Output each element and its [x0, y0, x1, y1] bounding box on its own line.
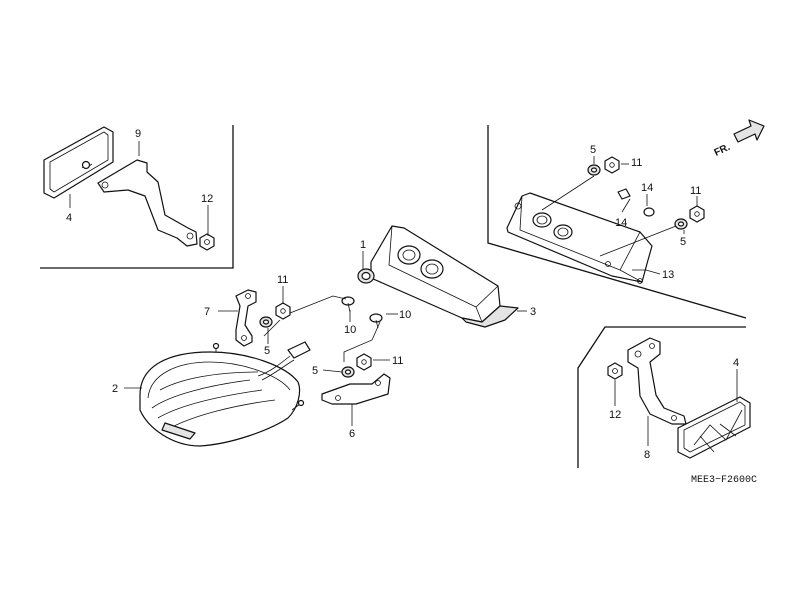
callout-1: 1 — [360, 239, 366, 251]
inset-left-reflector-assembly — [43, 126, 215, 251]
callout-5-c: 5 — [590, 144, 596, 156]
nut-11-b — [356, 353, 372, 371]
reflector-right — [677, 396, 751, 459]
callout-3: 3 — [530, 306, 536, 318]
callout-12-right: 12 — [609, 409, 621, 421]
nut-12-left — [199, 233, 215, 251]
bracket-9 — [81, 159, 198, 247]
nut-12-right — [607, 362, 623, 380]
callout-5-a: 5 — [264, 345, 270, 357]
callout-6: 6 — [349, 428, 355, 440]
inset-frames — [40, 125, 747, 468]
leader-lines — [69, 141, 738, 446]
inset-right-housing-assembly — [506, 156, 705, 284]
frame-top-left — [40, 125, 234, 269]
callout-labels: 9 4 12 1 11 7 5 10 10 3 2 5 11 6 5 11 14… — [66, 128, 739, 461]
direction-arrow-icon — [733, 119, 765, 143]
screw-10-a — [341, 296, 355, 313]
callout-7: 7 — [204, 306, 210, 318]
bracket-8 — [627, 337, 687, 425]
callout-14-a: 14 — [641, 182, 653, 194]
bracket-6 — [321, 373, 391, 405]
callout-14-b: 14 — [615, 217, 627, 229]
callout-9: 9 — [135, 128, 141, 140]
callout-5-d: 5 — [680, 236, 686, 248]
callout-11-b: 11 — [392, 355, 403, 367]
inset-bottom-reflector-assembly — [607, 337, 751, 459]
nut-11-a — [275, 302, 291, 320]
callout-4-left: 4 — [66, 212, 72, 224]
callout-10-a: 10 — [344, 324, 356, 336]
nut-11-d — [689, 205, 705, 223]
callout-5-b: 5 — [312, 365, 318, 377]
callout-8: 8 — [644, 449, 650, 461]
clip-14-b — [643, 207, 655, 217]
callout-2: 2 — [112, 383, 118, 395]
frame-top-right — [487, 125, 747, 319]
callout-11-a: 11 — [277, 274, 288, 286]
light-housing-3 — [370, 225, 519, 328]
taillight-lens-2 — [139, 341, 311, 447]
clip-14-a — [617, 188, 631, 200]
callout-13: 13 — [662, 269, 674, 281]
direction-label: FR. — [713, 142, 732, 159]
reflector-left — [43, 126, 114, 199]
callout-10-b: 10 — [399, 309, 411, 321]
frame-bottom-right — [577, 326, 746, 468]
callout-11-d: 11 — [690, 185, 701, 197]
callout-4-right: 4 — [733, 357, 739, 369]
screw-10-b — [369, 313, 383, 329]
diagram-code: MEE3−F2600C — [691, 475, 757, 486]
direction-arrow: FR. — [713, 119, 765, 159]
grommet-1 — [357, 268, 375, 284]
nut-11-c — [604, 156, 620, 174]
callout-11-c: 11 — [631, 157, 642, 169]
callout-12-left: 12 — [201, 193, 213, 205]
bracket-7 — [235, 289, 257, 347]
